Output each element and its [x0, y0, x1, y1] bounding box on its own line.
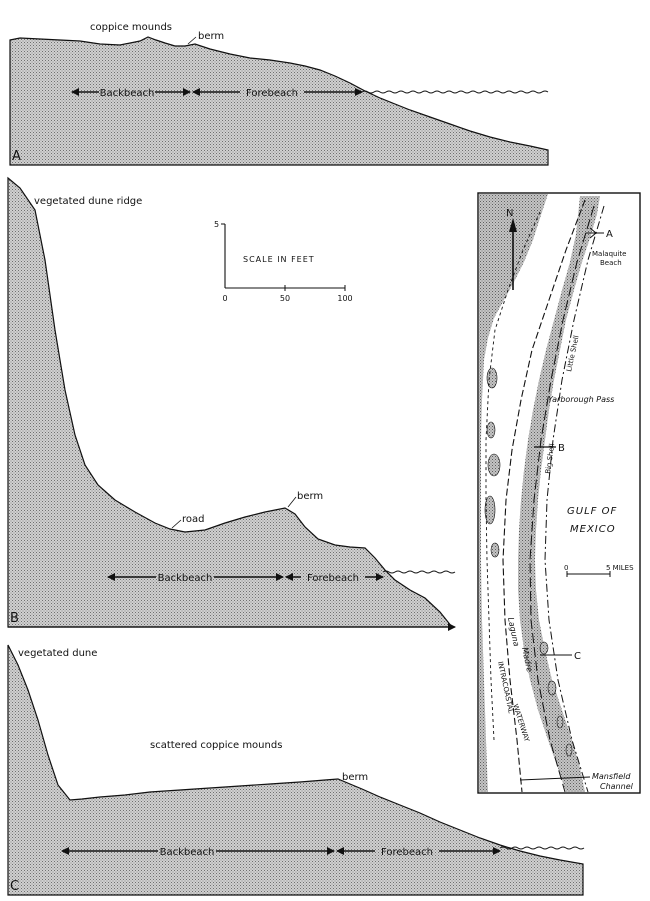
profile-b: Backbeach Forebeach vegetated dune ridge…: [7, 176, 456, 631]
north-arrow: N: [506, 208, 517, 290]
mansfield-channel: [519, 776, 591, 781]
map-malaquite-label-2: Beach: [600, 259, 622, 267]
profile-a: Backbeach Forebeach coppice mounds berm …: [9, 22, 549, 166]
profile-c-coppice-label: scattered coppice mounds: [150, 740, 282, 751]
vertical-horizontal-scale: 5 SCALE IN FEET 0 50 100: [214, 220, 353, 303]
map-scale-5: 5 MILES: [606, 564, 634, 572]
profile-b-letter: B: [10, 611, 19, 626]
profile-b-dune-label: vegetated dune ridge: [34, 196, 142, 207]
profile-c: Backbeach Forebeach vegetated dune scatt…: [7, 644, 585, 896]
scale-tick-100: 100: [337, 294, 352, 303]
profile-c-sediment: [7, 644, 584, 896]
profile-c-water-line: [499, 846, 585, 850]
map-gulf-label-2: MEXICO: [570, 524, 616, 535]
profile-c-dune-label: vegetated dune: [18, 648, 97, 659]
map-mansfield-label-2: Channel: [600, 782, 634, 791]
profile-b-berm-label: berm: [297, 491, 323, 502]
map-yarborough-label: Yarborough Pass: [548, 395, 614, 404]
map-malaquite-label-1: Malaquite: [592, 250, 626, 258]
profile-b-berm-leader: [287, 496, 297, 508]
profile-a-water-line: [361, 90, 549, 94]
scale-vertical-label: 5: [214, 220, 219, 229]
profile-a-backbeach-label: Backbeach: [100, 88, 155, 99]
profile-b-forebeach-label: Forebeach: [307, 573, 359, 584]
profile-a-sediment: [9, 36, 549, 166]
profile-b-water-line: [382, 570, 456, 574]
intracoastal-waterway: [502, 199, 586, 793]
map-miles-scale: 0 5 MILES: [564, 564, 634, 577]
north-arrow-label: N: [506, 208, 513, 219]
scale-title: SCALE IN FEET: [243, 255, 315, 264]
profile-c-letter: C: [10, 879, 19, 894]
mainland-shore: [479, 194, 548, 792]
mainland-dash-line: [485, 211, 541, 741]
profile-a-forebeach-label: Forebeach: [246, 88, 298, 99]
profile-c-backbeach-label: Backbeach: [160, 847, 215, 858]
map-mansfield-label-1: Mansfield: [592, 772, 631, 781]
map-scale-0: 0: [564, 564, 568, 572]
profile-b-backbeach-label: Backbeach: [158, 573, 213, 584]
laguna-islands: [484, 367, 573, 757]
map-point-b: B: [558, 443, 565, 454]
location-map: N A B C Malaquite Beach Little Shell Yar…: [477, 192, 641, 794]
scale-tick-0: 0: [222, 294, 227, 303]
profile-a-berm-label: berm: [198, 31, 224, 42]
gulf-dash-line: [544, 205, 605, 793]
profile-c-berm-label: berm: [342, 772, 368, 783]
barrier-island: [518, 196, 600, 792]
profile-a-coppice-label: coppice mounds: [90, 22, 172, 33]
profile-a-letter: A: [12, 149, 21, 164]
map-point-c: C: [574, 651, 581, 662]
profile-c-forebeach-label: Forebeach: [381, 847, 433, 858]
profile-b-road-leader: [171, 519, 182, 529]
island-dash-line: [529, 205, 595, 793]
map-gulf-label-1: GULF OF: [567, 506, 617, 517]
scale-tick-50: 50: [280, 294, 290, 303]
profile-b-road-label: road: [182, 514, 205, 525]
map-point-a: A: [606, 229, 613, 240]
profile-a-berm-leader: [187, 36, 197, 45]
profile-b-sediment: [7, 176, 454, 628]
